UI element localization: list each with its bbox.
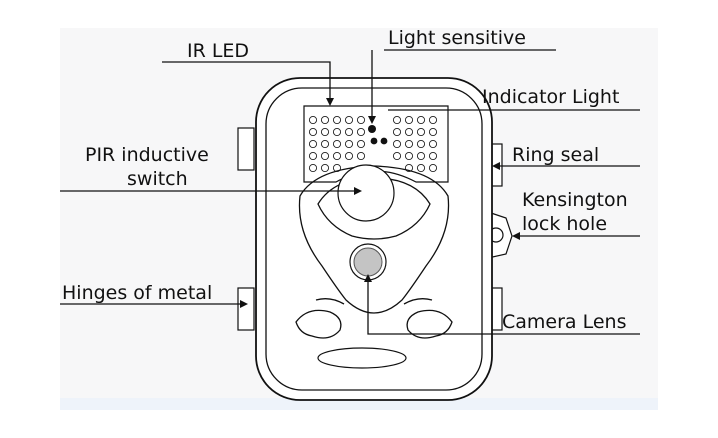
ir-led (308, 127, 318, 137)
ir-led (356, 127, 366, 137)
ir-led (392, 115, 402, 125)
label-hinges: Hinges of metal (62, 282, 212, 304)
left-vent-shape (295, 309, 342, 339)
ir-led (320, 115, 330, 125)
ir-led (428, 151, 438, 161)
ir-led (416, 115, 426, 125)
ir-led (320, 151, 330, 161)
label-light-sensitive: Light sensitive (388, 27, 526, 49)
ir-led (416, 151, 426, 161)
ir-led (428, 115, 438, 125)
ir-led (416, 163, 426, 173)
indicator-light-2 (380, 137, 388, 145)
camera-body-inner (265, 87, 483, 391)
ir-led (404, 127, 414, 137)
label-ring-seal: Ring seal (512, 144, 599, 166)
ir-led (392, 151, 402, 161)
ir-led (428, 139, 438, 149)
bottom-band (60, 398, 658, 410)
ir-led (404, 115, 414, 125)
ir-led (344, 115, 354, 125)
ir-led (320, 139, 330, 149)
ir-led (308, 139, 318, 149)
ir-led (308, 151, 318, 161)
ir-led (308, 163, 318, 173)
ir-led (332, 151, 342, 161)
ir-led (416, 139, 426, 149)
light-sensor (368, 125, 376, 133)
metal-hinge (237, 287, 255, 331)
ir-led (344, 139, 354, 149)
ir-led (428, 163, 438, 173)
label-kensington-line2: lock hole (522, 213, 607, 235)
ir-led (392, 127, 402, 137)
indicator-light (370, 137, 378, 145)
label-indicator-light: Indicator Light (482, 86, 619, 108)
ir-led (416, 127, 426, 137)
left-vent-accent (315, 298, 345, 305)
label-ir-led: IR LED (187, 40, 249, 62)
ir-led (320, 127, 330, 137)
ir-led (344, 151, 354, 161)
label-kensington-line1: Kensington (522, 189, 628, 211)
ir-led (392, 139, 402, 149)
ir-led-leader (162, 61, 331, 104)
ir-led (320, 163, 330, 173)
ir-led (332, 115, 342, 125)
left-upper-tab (237, 127, 255, 171)
right-vent-accent (403, 298, 433, 305)
ir-led (428, 127, 438, 137)
ir-led (404, 151, 414, 161)
ir-led (404, 139, 414, 149)
ir-led (356, 115, 366, 125)
ir-led (332, 127, 342, 137)
ir-led (356, 139, 366, 149)
ir-led (308, 115, 318, 125)
camera-lens-leader (367, 276, 640, 335)
label-camera-lens: Camera Lens (502, 311, 626, 333)
ir-led (332, 139, 342, 149)
ir-led-array (308, 115, 438, 173)
leader-lines (60, 49, 640, 335)
ir-led (356, 151, 366, 161)
label-pir-line2: switch (127, 168, 188, 190)
bottom-grip-slot (317, 347, 407, 369)
ir-led (344, 127, 354, 137)
camera-lens (353, 247, 383, 277)
label-pir-line1: PIR inductive (85, 144, 209, 166)
pir-sensor (337, 164, 395, 222)
